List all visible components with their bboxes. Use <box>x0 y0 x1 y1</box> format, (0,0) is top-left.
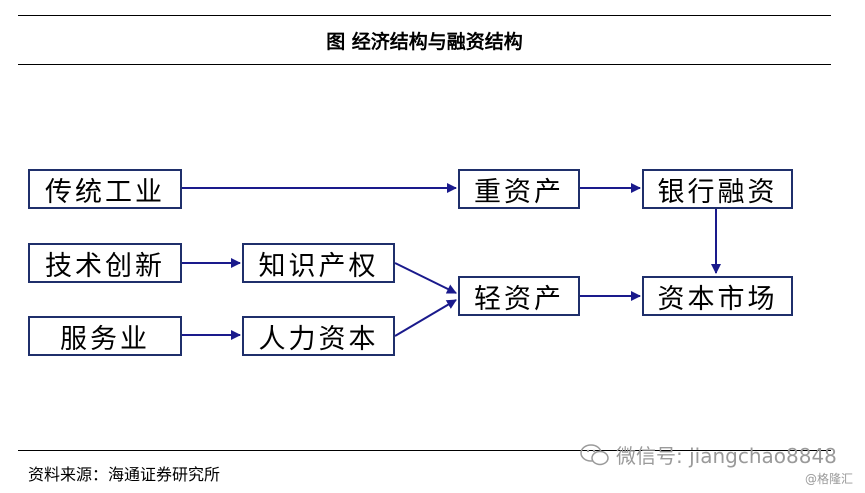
wechat-icon <box>580 443 609 465</box>
node-heavy-assets: 重资产 <box>458 169 580 209</box>
node-bank-financing: 银行融资 <box>642 169 793 209</box>
title-rule <box>18 64 831 65</box>
top-rule <box>18 15 831 16</box>
platform-watermark: @格隆汇 <box>804 472 853 486</box>
node-service-industry: 服务业 <box>28 316 182 356</box>
wechat-watermark: 微信号: jiangchao8848 <box>580 440 837 469</box>
source-note: 资料来源：海通证券研究所 <box>28 465 221 484</box>
wechat-id-text: 微信号: jiangchao8848 <box>616 444 837 468</box>
node-intellectual-property: 知识产权 <box>242 243 395 283</box>
arrow-ip-to-light <box>394 262 457 294</box>
figure-title: 图 经济结构与融资结构 <box>326 31 523 53</box>
node-light-assets: 轻资产 <box>458 276 580 316</box>
node-traditional-industry: 传统工业 <box>28 169 182 209</box>
bottom-rule <box>18 450 831 451</box>
arrow-human-to-light <box>394 299 457 337</box>
node-capital-market: 资本市场 <box>642 276 793 316</box>
node-tech-innovation: 技术创新 <box>28 243 182 283</box>
node-human-capital: 人力资本 <box>242 316 395 356</box>
